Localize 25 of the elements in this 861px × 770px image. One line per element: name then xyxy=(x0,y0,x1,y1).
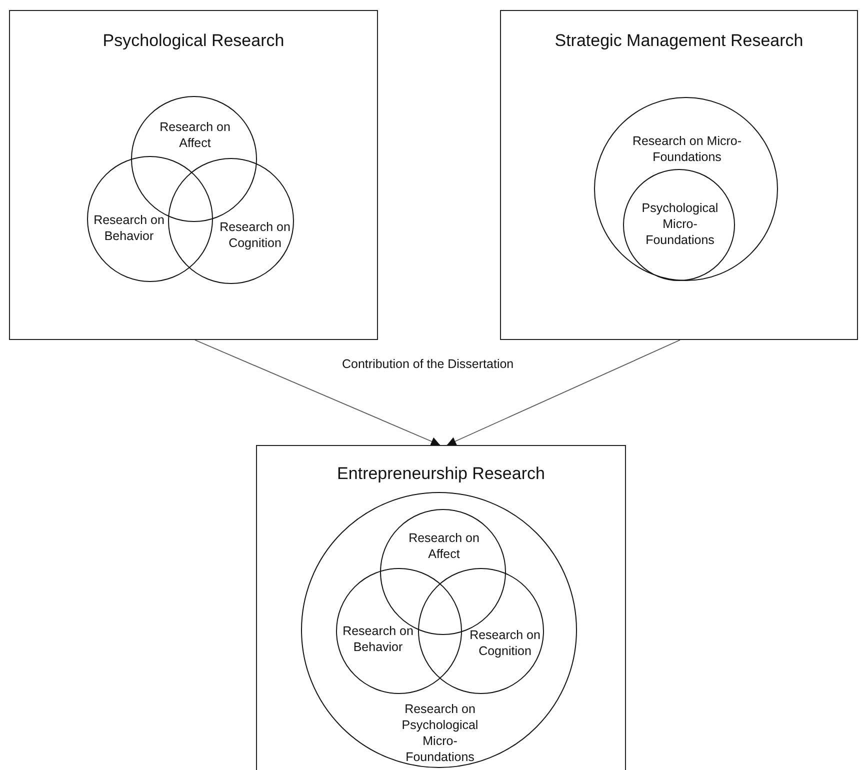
circle-label: Psychological Micro- Foundations xyxy=(640,200,720,248)
venn-circle xyxy=(594,97,778,281)
circle-label: Research on Affect xyxy=(158,119,232,151)
circle-label: Research on Micro- Foundations xyxy=(631,133,743,165)
venn-circle xyxy=(623,169,735,281)
arrow xyxy=(194,340,440,446)
venn-circle xyxy=(301,492,577,768)
venn-circle xyxy=(336,568,462,694)
research-area-box xyxy=(9,10,378,340)
circle-label: Research on Cognition xyxy=(468,627,542,659)
research-area-box xyxy=(256,445,626,770)
circle-label: Research on Behavior xyxy=(342,623,414,655)
research-area-box xyxy=(500,10,858,340)
arrow xyxy=(446,340,680,446)
box-title: Entrepreneurship Research xyxy=(336,464,546,484)
circle-label: Research on Cognition xyxy=(218,219,292,251)
venn-circle xyxy=(168,158,294,284)
circle-label: Research on Behavior xyxy=(92,212,166,244)
venn-circle xyxy=(87,156,213,282)
venn-circle xyxy=(418,568,544,694)
box-title: Strategic Management Research xyxy=(554,31,804,51)
circle-label: Research on Affect xyxy=(408,530,480,562)
annotation-text: Contribution of the Dissertation xyxy=(342,357,514,371)
box-title: Psychological Research xyxy=(102,31,286,51)
circle-label: Research on Psychological Micro- Foundations xyxy=(400,701,480,765)
